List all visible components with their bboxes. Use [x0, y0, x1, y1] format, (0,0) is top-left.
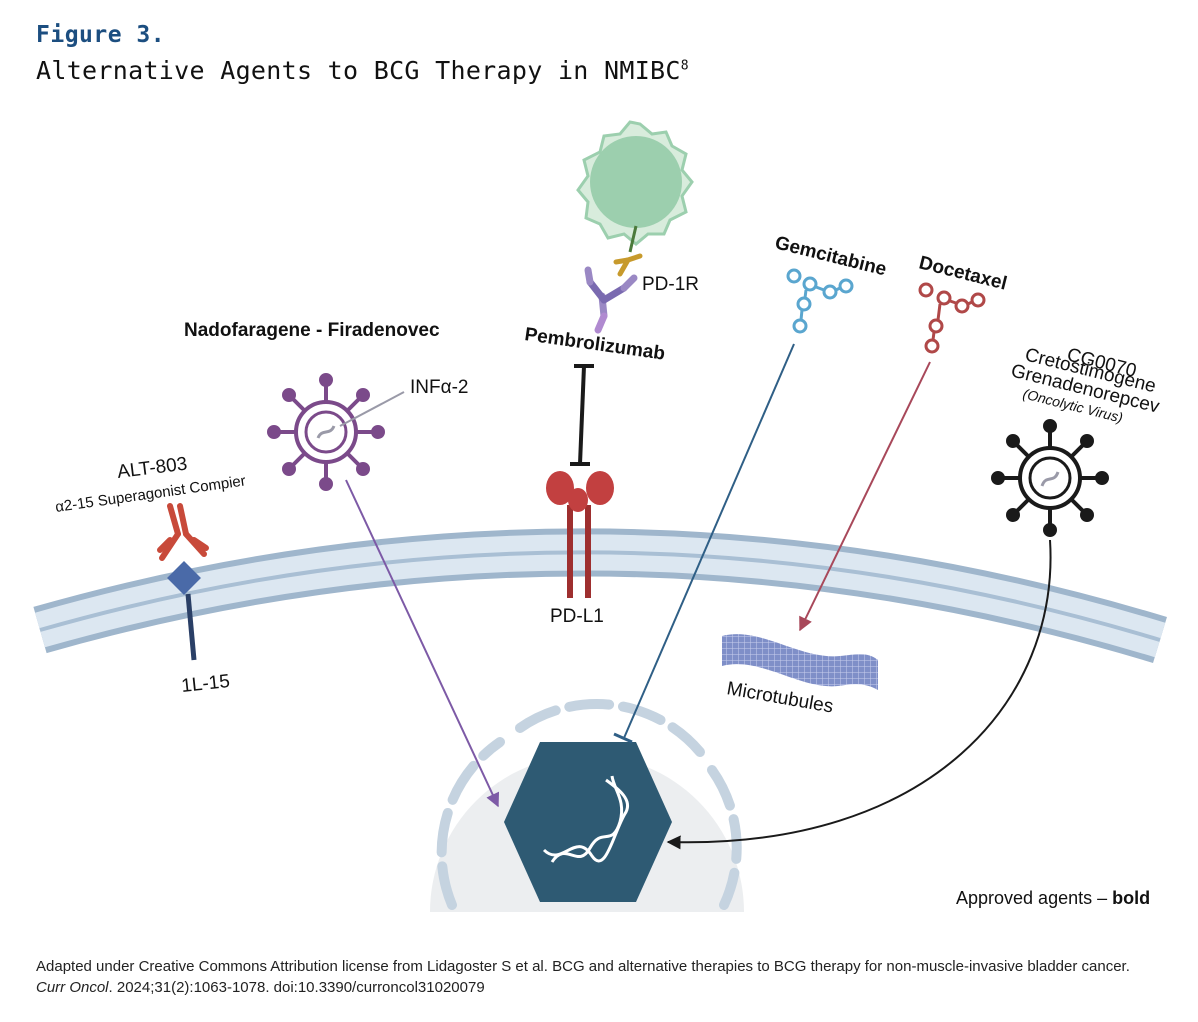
cell-membrane [33, 528, 1167, 663]
cg0070-arrow [666, 539, 1052, 850]
gemcitabine-inhibition-bar [613, 732, 633, 744]
gemcitabine-molecule-icon [786, 268, 854, 334]
docetaxel-molecule-icon [918, 282, 986, 354]
nadofaragene-arrow [345, 479, 500, 808]
nadofaragene-virus-icon [267, 373, 385, 491]
il15-label: 1L-15 [180, 671, 231, 697]
pembrolizumab-inhibition-line [570, 364, 594, 466]
figure-title-text: Alternative Agents to BCG Therapy in NMI… [36, 56, 681, 85]
alt803-label: ALT-803 [116, 454, 188, 483]
infa2-label: INFα-2 [410, 377, 468, 398]
pd-1r-label: PD-1R [642, 274, 699, 295]
pd-l1-receptor-icon [546, 471, 614, 598]
il15-receptor-block [167, 561, 201, 595]
pembrolizumab-antibody-icon [584, 266, 638, 334]
cg0070-virus-icon [991, 419, 1109, 537]
caption-text-1: Adapted under Creative Commons Attributi… [36, 958, 1130, 975]
t-cell-icon [576, 120, 694, 253]
infa2-pointer [339, 391, 405, 427]
figure-label: Figure 3. [36, 22, 166, 48]
microtubules-icon [722, 634, 878, 690]
legend-prefix: Approved agents – [956, 888, 1113, 908]
nucleus-hexagon [504, 742, 672, 902]
dna-icon [542, 775, 629, 863]
il15-receptor-stem [185, 593, 197, 661]
legend-note: Approved agents – bold [956, 888, 1150, 909]
caption-journal: Curr Oncol [36, 979, 109, 996]
gemcitabine-line [623, 343, 795, 739]
figure-title: Alternative Agents to BCG Therapy in NMI… [36, 56, 689, 85]
figure-caption: Adapted under Creative Commons Attributi… [36, 956, 1156, 998]
docetaxel-arrow [799, 361, 931, 632]
legend-bold: bold [1112, 888, 1151, 908]
figure-title-superscript: 8 [680, 58, 689, 74]
nadofaragene-label: Nadofaragene - Firadenovec [184, 320, 440, 341]
pd-1r-receptor-icon [613, 253, 643, 277]
nucleus [430, 699, 744, 912]
caption-text-2: . 2024;31(2):1063-1078. doi:10.3390/curr… [108, 979, 485, 996]
alt803-antibody-icon [157, 503, 209, 561]
pd-l1-label: PD-L1 [550, 606, 604, 627]
